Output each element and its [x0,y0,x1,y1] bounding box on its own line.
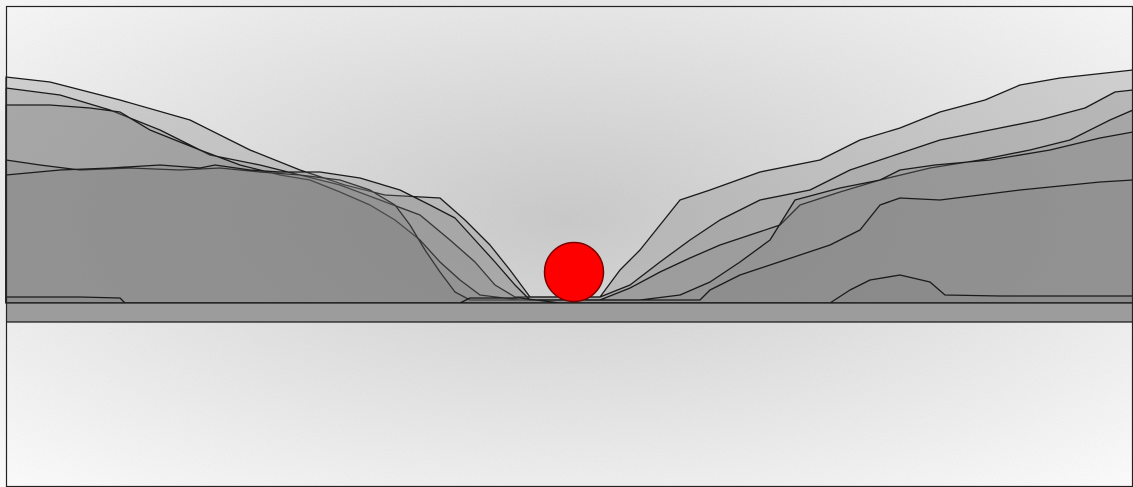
base-band [6,303,1133,322]
red-ball-icon [545,243,604,302]
